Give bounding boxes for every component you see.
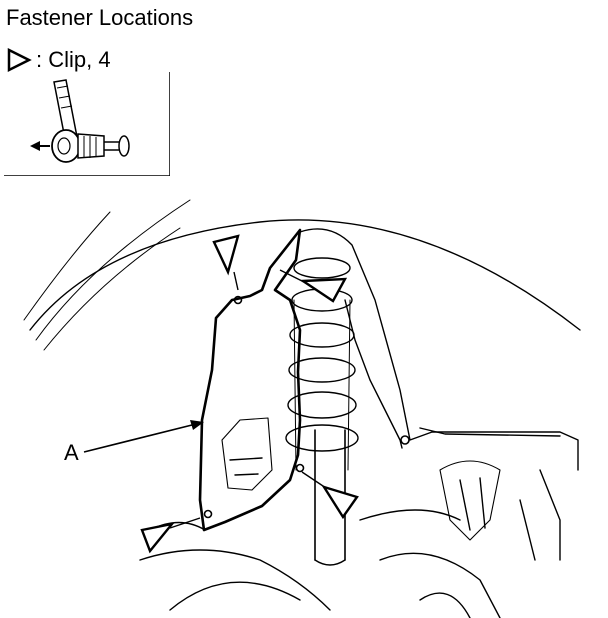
clip-marker-3 xyxy=(321,484,359,520)
clip-body xyxy=(77,133,105,159)
callout-a-leader xyxy=(83,423,197,453)
diagram-title: Fastener Locations xyxy=(6,5,194,30)
fender-liner-illustration xyxy=(23,199,581,618)
clip-marker-4 xyxy=(140,522,176,554)
clip-detail-inset xyxy=(4,72,170,176)
coil-spring xyxy=(285,257,359,452)
callout-a-label: A xyxy=(64,440,79,465)
clip-marker-1 xyxy=(212,234,240,276)
legend-text: : Clip, 4 xyxy=(36,47,111,72)
fender-arch xyxy=(29,219,581,331)
clip-pin-head xyxy=(118,135,130,157)
clip-marker-2 xyxy=(299,277,348,303)
legend: : Clip, 4 xyxy=(6,46,111,74)
clip-triangle-icon xyxy=(7,47,32,73)
inset-border xyxy=(4,72,170,176)
clip-head xyxy=(51,129,81,163)
fender-liner-a xyxy=(198,228,302,532)
strut-bracket xyxy=(299,228,579,471)
